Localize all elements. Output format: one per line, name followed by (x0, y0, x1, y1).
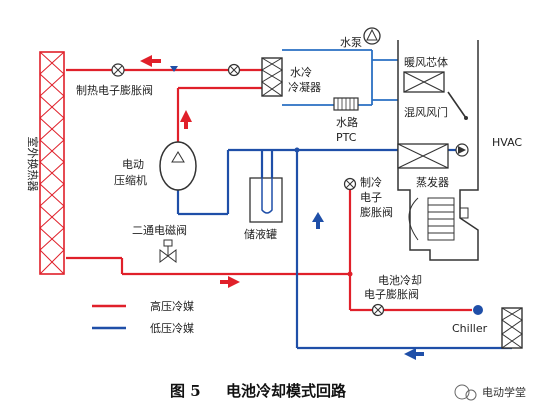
accumulator-label: 储液罐 (244, 227, 277, 241)
heat-exv-label: 制热电子膨胀阀 (76, 83, 153, 97)
compressor-label-2: 压缩机 (114, 173, 147, 187)
chiller-inlet-icon (473, 305, 483, 315)
heater-core-label: 暖风芯体 (404, 55, 448, 69)
blend-door-pivot-icon (464, 116, 468, 120)
flow-arrow-right-tail (220, 280, 229, 284)
flow-arrow-up-tail (184, 121, 188, 129)
evaporator (397, 143, 449, 169)
flow-arrow-up-blue-tail (316, 221, 320, 229)
legend-low-pressure-label: 低压冷媒 (150, 322, 194, 335)
outdoor-heat-exchanger: 室外换热器 (22, 51, 65, 275)
flow-arrow-left-tail (151, 59, 161, 63)
junction-dot-icon (294, 147, 300, 153)
water-ptc-icon (333, 97, 359, 111)
condenser-label-2: 冷凝器 (288, 80, 321, 94)
heater-core (403, 71, 445, 93)
battery-exv-label-1: 电池冷却 (378, 274, 422, 287)
flow-arrow-up-blue-icon (312, 212, 324, 222)
cooling-exv-label-2: 电子 (360, 191, 382, 204)
cooling-exv-icon (343, 177, 357, 191)
compressor-icon (159, 141, 197, 191)
watermark-logo-icon (454, 384, 477, 401)
junction-dot-icon (347, 271, 353, 277)
water-pump-label: 水泵 (340, 36, 362, 49)
evaporator-label: 蒸发器 (416, 175, 449, 189)
two-way-valve-label: 二通电磁阀 (132, 223, 187, 237)
water-pump-icon (363, 27, 381, 45)
battery-exv-label-2: 电子膨胀阀 (364, 287, 419, 301)
flow-arrow-left-blue-icon (404, 348, 416, 360)
battery-exv-icon (371, 303, 385, 317)
blend-door-icon (447, 91, 467, 119)
flow-arrow-left-icon (140, 55, 152, 67)
watermark-text: 电动学堂 (482, 385, 526, 399)
hvac-housing (397, 40, 479, 261)
figure-title: 电池冷却模式回路 (226, 382, 347, 400)
blower-fan-icon (408, 197, 469, 241)
water-cooled-condenser (261, 57, 283, 97)
chiller-icon (501, 307, 523, 349)
low-pressure-lines (176, 148, 514, 350)
chiller-label: Chiller (452, 322, 488, 335)
compressor-label-1: 电动 (122, 158, 144, 171)
two-way-valve-icon (159, 239, 177, 263)
figure-number: 图 5 (170, 382, 201, 400)
flow-arrow-left-blue-tail (415, 352, 424, 356)
heat-exv-icon (111, 63, 125, 77)
outdoor-hx-label: 室外换热器 (26, 137, 40, 192)
flow-arrow-up-icon (180, 110, 192, 122)
evap-check-valve-arrow-icon (458, 146, 466, 154)
cooling-exv-label-3: 膨胀阀 (360, 205, 393, 219)
legend-high-pressure-label: 高压冷媒 (150, 299, 194, 313)
hvac-label: HVAC (492, 136, 522, 149)
top-valve-icon (227, 63, 241, 77)
flow-arrow-right-icon (228, 276, 240, 288)
legend: 高压冷媒 低压冷媒 (92, 299, 194, 335)
cooling-exv-label-1: 制冷 (360, 176, 382, 189)
condenser-label-1: 水冷 (290, 66, 312, 79)
water-ptc-label-2: PTC (336, 131, 357, 144)
blend-door-label: 混风风门 (404, 105, 448, 119)
check-valve-icon (170, 66, 178, 72)
water-ptc-label-1: 水路 (336, 116, 358, 129)
accumulator-icon (249, 170, 283, 223)
